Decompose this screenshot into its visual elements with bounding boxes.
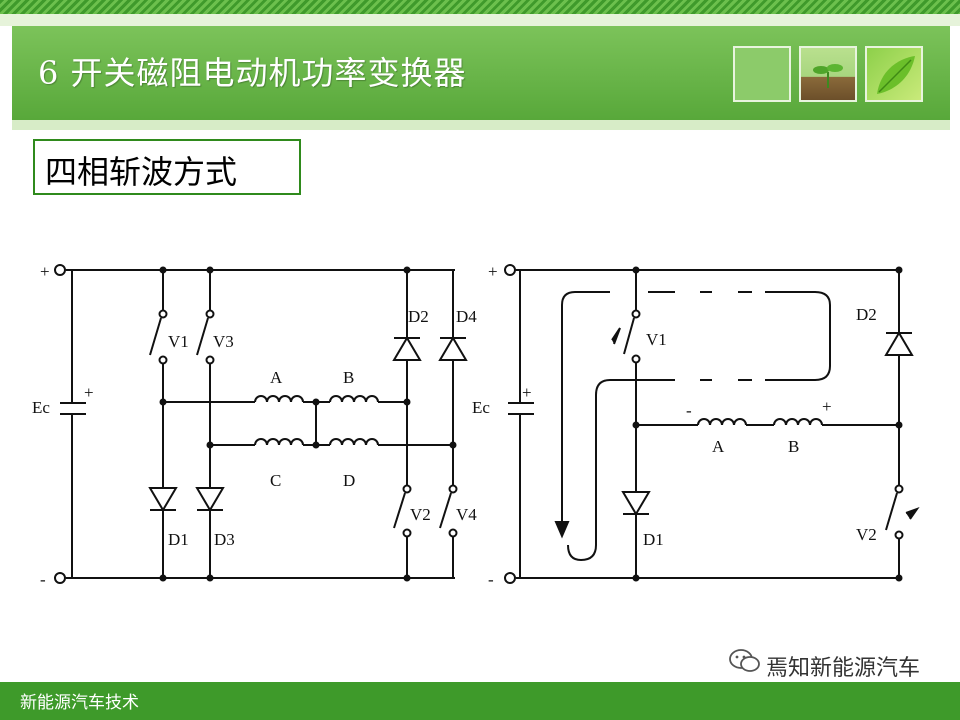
- subtitle: 四相斩波方式: [45, 153, 238, 191]
- left-d3-label: D3: [214, 530, 235, 549]
- right-minus-label: -: [488, 570, 494, 589]
- right-b-label: B: [788, 437, 799, 456]
- wechat-icon: [729, 649, 760, 672]
- right-v1-label: V1: [646, 330, 667, 349]
- left-c-label: C: [270, 471, 281, 490]
- watermark-text: 焉知新能源汽车: [766, 656, 921, 681]
- left-ec-label: Ec: [32, 398, 50, 417]
- right-winding-plus-label: +: [822, 397, 832, 416]
- slide-title: 6 开关磁阻电动机功率变换器: [38, 54, 467, 92]
- left-circuit: [54, 264, 468, 584]
- right-d2-label: D2: [856, 305, 877, 324]
- right-cap-plus-label: +: [522, 383, 532, 402]
- leaf-image: [865, 46, 923, 102]
- right-circuit-labels: + - Ec + V1 D2 - + A B D1 V2: [472, 262, 877, 589]
- right-ec-label: Ec: [472, 398, 490, 417]
- left-v3-label: V3: [213, 332, 234, 351]
- sprout-image: [799, 46, 857, 102]
- footer-text: 新能源汽车技术: [20, 693, 139, 713]
- subtitle-box: 四相斩波方式: [33, 139, 301, 195]
- left-v4-label: V4: [456, 505, 477, 524]
- left-v2-label: V2: [410, 505, 431, 524]
- left-plus-label: +: [40, 262, 50, 281]
- header-stripe: [0, 0, 960, 14]
- left-circuit-labels: + - Ec + V1 V3 D2 D4 A B C D D1 D3 V2 V4: [32, 262, 477, 589]
- left-d2-label: D2: [408, 307, 429, 326]
- right-a-label: A: [712, 437, 725, 456]
- left-d1-label: D1: [168, 530, 189, 549]
- right-winding-minus-label: -: [686, 401, 692, 420]
- decor-green-square: [733, 46, 791, 102]
- left-v1-label: V1: [168, 332, 189, 351]
- header-light-band: [0, 14, 960, 26]
- left-a-label: A: [270, 368, 283, 387]
- left-minus-label: -: [40, 570, 46, 589]
- right-circuit: [504, 264, 920, 584]
- footer-band: [0, 682, 960, 720]
- right-d1-label: D1: [643, 530, 664, 549]
- right-plus-label: +: [488, 262, 498, 281]
- title-band: [12, 26, 950, 120]
- header-underline: [12, 120, 950, 130]
- left-cap-plus-label: +: [84, 383, 94, 402]
- left-d-label: D: [343, 471, 355, 490]
- left-b-label: B: [343, 368, 354, 387]
- left-d4-label: D4: [456, 307, 477, 326]
- right-v2-label: V2: [856, 525, 877, 544]
- watermark: 焉知新能源汽车: [688, 632, 950, 690]
